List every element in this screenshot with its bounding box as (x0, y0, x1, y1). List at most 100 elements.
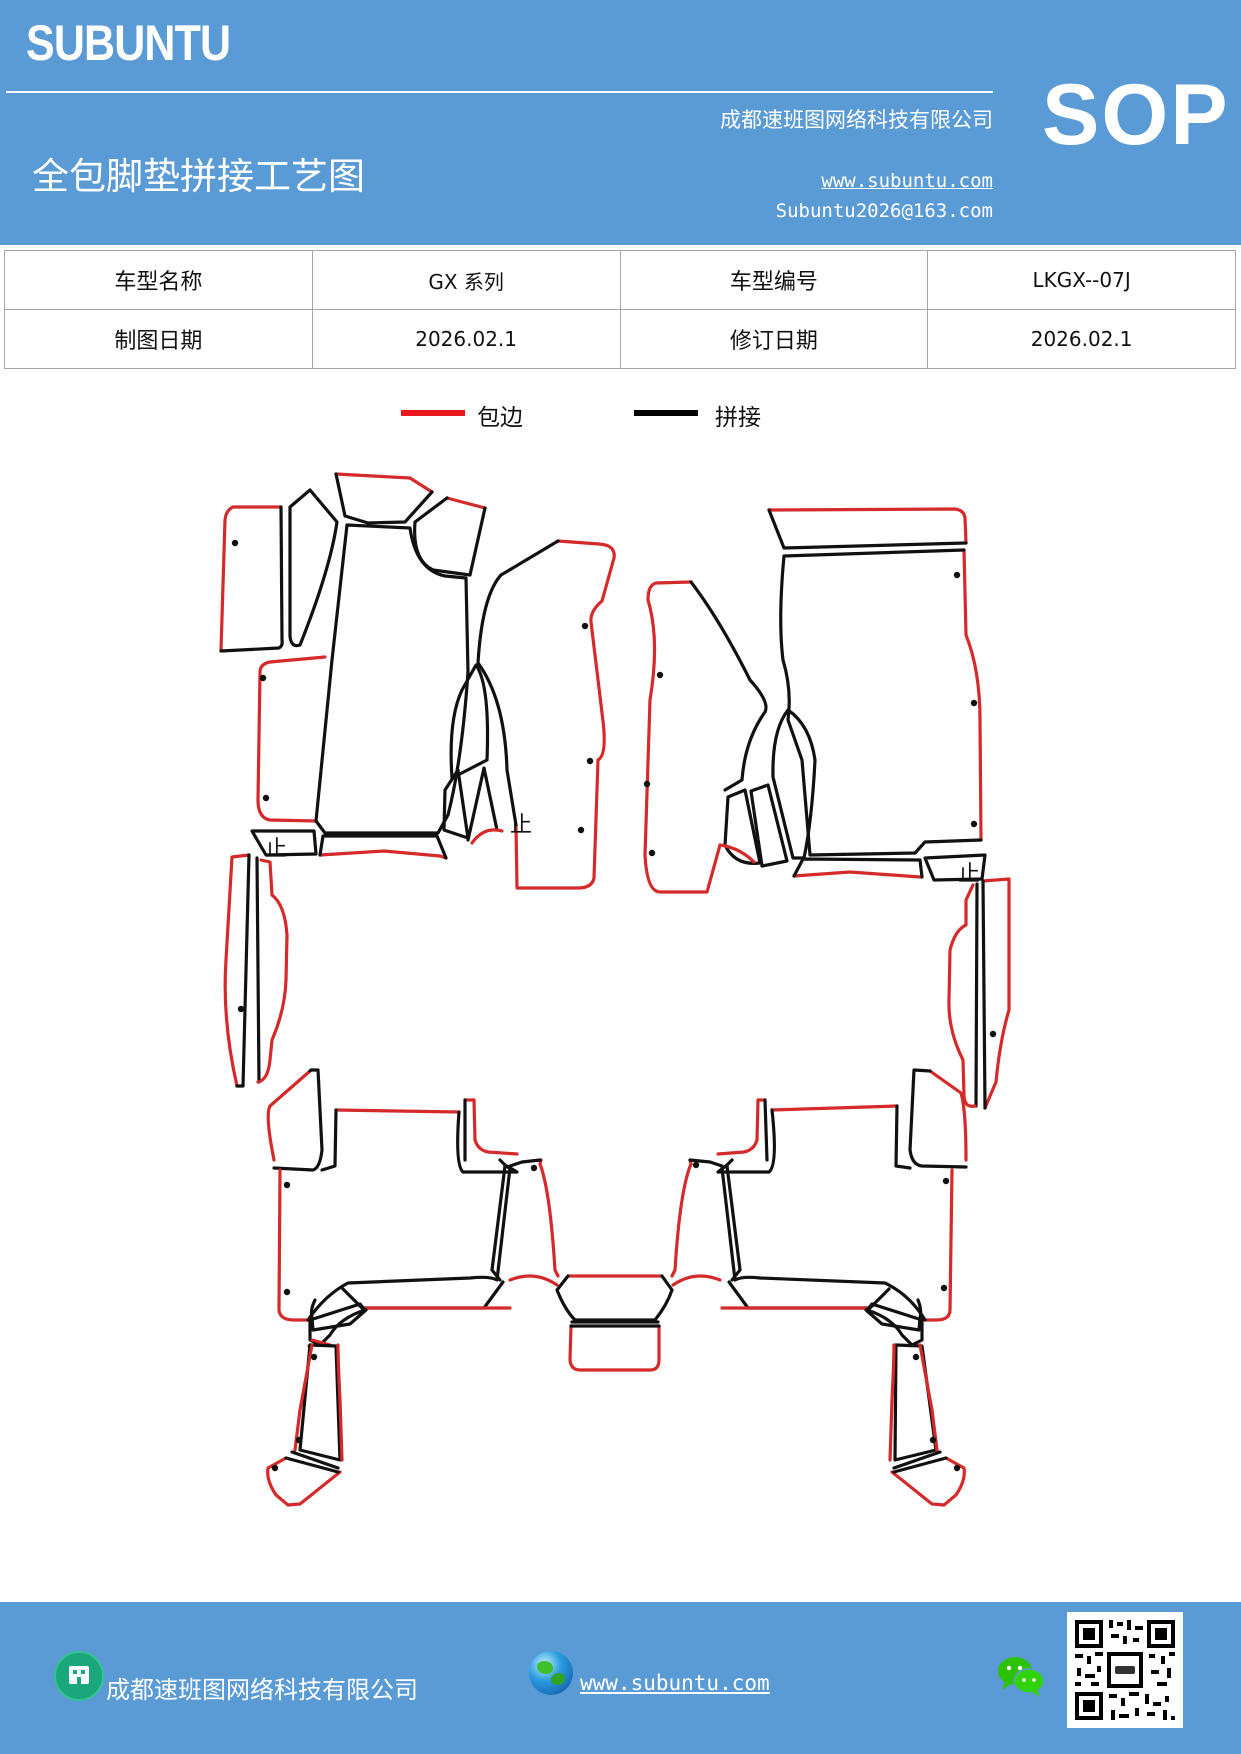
mat-seam (456, 1110, 519, 1174)
mat-edge (223, 853, 251, 1088)
table-row: 车型名称 GX 系列 车型编号 LKGX--07J (4, 250, 1236, 310)
header-divider (6, 91, 993, 93)
hole (262, 794, 270, 802)
mat-edge (947, 883, 977, 1108)
mat-seam (749, 783, 789, 868)
mat-seam (908, 1068, 968, 1169)
mat-edge (334, 472, 434, 494)
cell-model-code-label: 车型编号 (619, 250, 929, 310)
hole (643, 780, 651, 788)
legend-swatch-edge (401, 410, 465, 416)
hole (283, 1288, 291, 1296)
mat-seam (308, 1302, 367, 1347)
mat-seam (892, 1450, 942, 1470)
hole (940, 1284, 948, 1292)
legend-swatch-seam (634, 410, 698, 416)
hole (970, 820, 978, 828)
front-right-mat (643, 507, 1011, 1110)
mat-edge (256, 858, 289, 1084)
mat-edge (767, 507, 968, 545)
info-table: 车型名称 GX 系列 车型编号 LKGX--07J 制图日期 2026.02.1… (4, 250, 1236, 369)
mat-seam (865, 1302, 924, 1347)
mat-seam (892, 1456, 948, 1474)
mat-edge (334, 1108, 461, 1114)
hole (942, 1177, 950, 1185)
footer-website-link[interactable]: www.subuntu.com (580, 1671, 770, 1695)
mat-seam (716, 1108, 776, 1174)
front-left-mat (219, 472, 616, 1088)
legend-label-seam: 拼接 (715, 405, 761, 431)
mat-seam (309, 1298, 368, 1332)
qr-code[interactable] (1067, 1612, 1183, 1728)
mat-edge (445, 496, 487, 510)
mat-seam (792, 857, 924, 879)
mat-edge (266, 1069, 312, 1162)
floor-mat-diagram: 止 止 止 (219, 472, 1011, 1507)
mat-seam (219, 505, 284, 653)
cell-model-name-value: GX 系列 (311, 250, 621, 310)
cell-model-code-value: LKGX--07J (927, 250, 1236, 310)
header-email[interactable]: Subuntu2026@163.com (775, 200, 993, 222)
mat-edge (538, 1158, 560, 1278)
header-website-link[interactable]: www.subuntu.com (821, 170, 993, 192)
rear-center-mat (555, 1274, 674, 1372)
mat-edge (716, 1098, 767, 1156)
mat-seam (250, 829, 318, 857)
mat-seam (306, 1164, 512, 1322)
mat-seam (235, 853, 251, 1088)
cell-revise-date-label: 修订日期 (619, 309, 929, 369)
mat-seam (508, 1158, 542, 1168)
mat-seam (490, 1164, 507, 1282)
mat-seam (974, 882, 979, 1108)
mat-edge (256, 655, 327, 823)
hole (648, 849, 656, 857)
mat-edge (336, 1343, 344, 1462)
mat-seam (476, 539, 560, 827)
cell-model-name-label: 车型名称 (4, 250, 313, 310)
mat-edge (277, 1168, 310, 1322)
mat-edge (962, 548, 983, 842)
mat-edge (671, 1274, 722, 1287)
mat-edge (918, 1343, 939, 1452)
mat-seam (272, 1068, 324, 1172)
stop-mark: 止 (958, 862, 980, 887)
mat-seam (727, 1280, 891, 1310)
cell-revise-date-value: 2026.02.1 (927, 309, 1236, 369)
mat-seam (923, 853, 987, 882)
hole (953, 1464, 961, 1472)
mat-seam (255, 856, 261, 1084)
hole (656, 671, 664, 679)
mat-seam (298, 1343, 342, 1462)
hole (530, 1164, 538, 1172)
hole (310, 1353, 318, 1361)
mat-seam (763, 1098, 769, 1162)
sop-badge: SOP (1042, 67, 1230, 163)
legend: 包边 拼接 (0, 398, 1241, 438)
mat-seam (555, 1274, 674, 1322)
hole (953, 571, 961, 579)
hole (237, 1005, 245, 1013)
mat-seam (864, 1298, 923, 1332)
mat-edge (318, 849, 448, 860)
mat-edge (508, 1274, 559, 1287)
hole (912, 1353, 920, 1361)
brand-logo: SUBUNTU (26, 15, 231, 71)
mat-seam (894, 1104, 912, 1170)
mat-edge (293, 1343, 314, 1452)
hole (577, 826, 585, 834)
legend-label-edge: 包边 (477, 405, 523, 431)
mat-seam (725, 1164, 742, 1282)
mat-edge (770, 1104, 899, 1112)
mat-seam (320, 1108, 338, 1172)
table-row: 制图日期 2026.02.1 修订日期 2026.02.1 (4, 309, 1236, 369)
mat-edge (470, 828, 504, 845)
hole (692, 1161, 700, 1169)
wechat-icon[interactable] (996, 1654, 1046, 1698)
page-title: 全包脚垫拼接工艺图 (32, 155, 365, 198)
mat-seam (720, 1164, 927, 1322)
rear-left-mat (266, 1068, 560, 1507)
stop-mark: 止 (510, 813, 532, 838)
globe-icon (529, 1651, 573, 1695)
hole (283, 1181, 291, 1189)
mat-edge (266, 1456, 342, 1507)
